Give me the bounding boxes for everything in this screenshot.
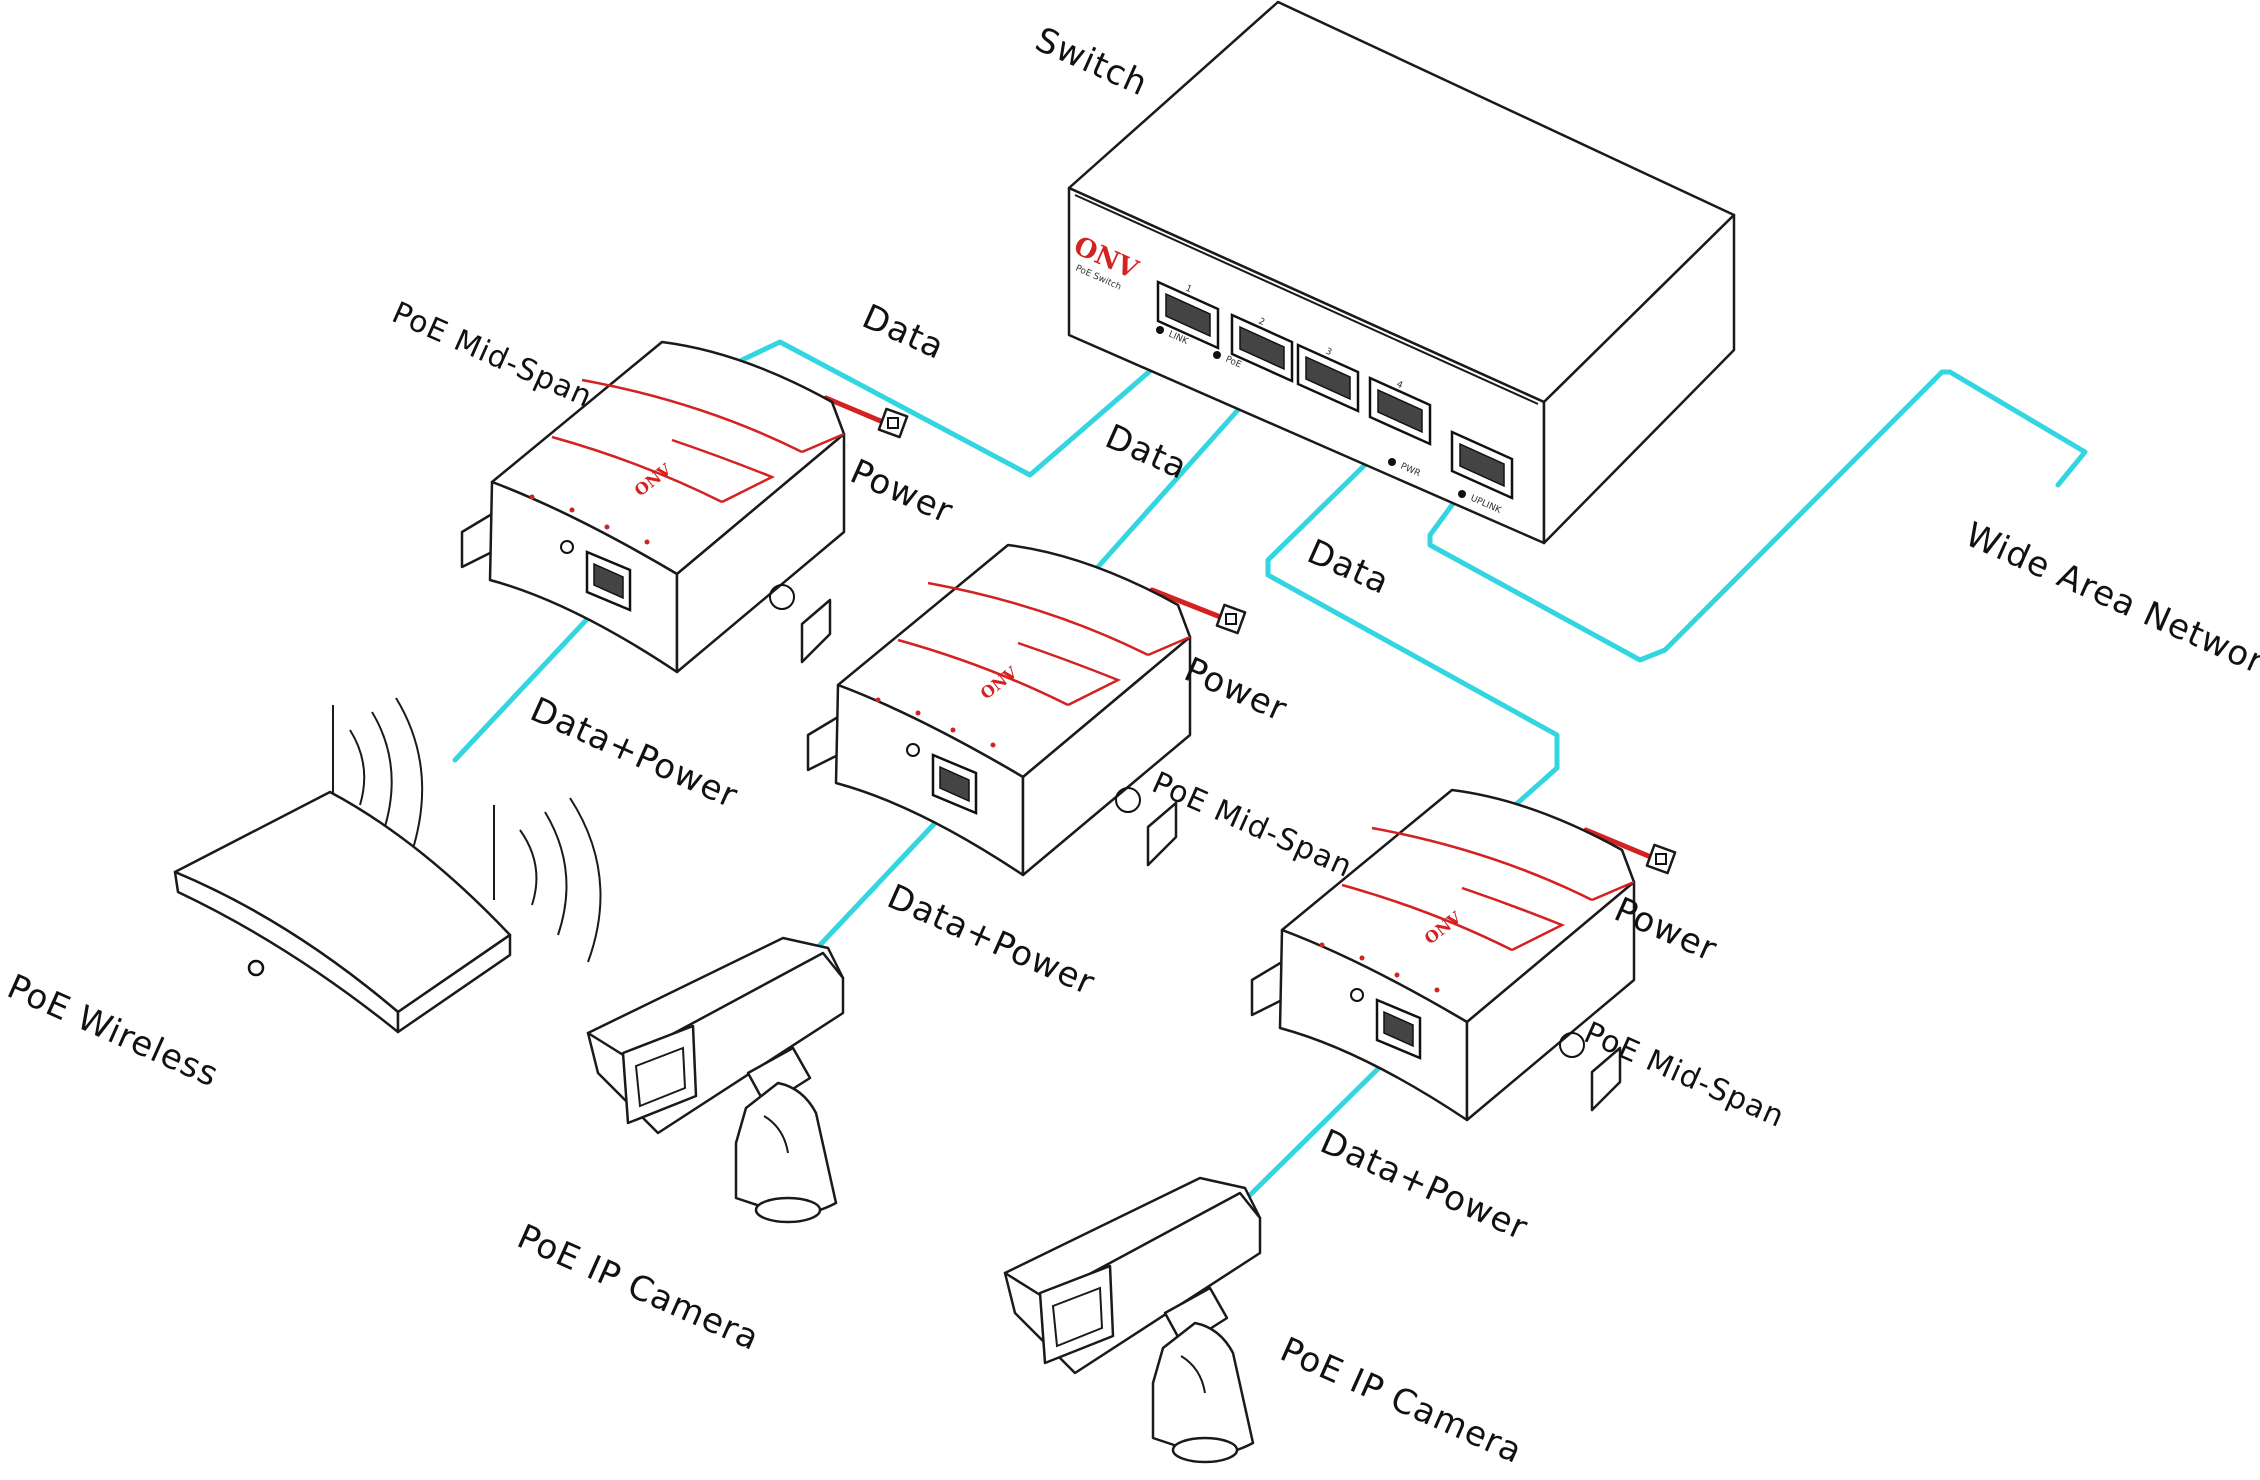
data-label-3: Data: [1301, 532, 1395, 603]
cables: [452, 339, 2088, 1198]
switch-port-number-1: 1: [1184, 284, 1193, 295]
switch-port-3[interactable]: [1296, 343, 1360, 413]
data-power-label-3: Data+Power: [1314, 1122, 1534, 1249]
switch-port-4[interactable]: [1368, 376, 1432, 446]
router-icon: [173, 697, 602, 1034]
wireless-label: PoE Wireless: [1, 967, 224, 1096]
data-power-label-2: Data+Power: [881, 877, 1101, 1004]
camera-label-1: PoE IP Camera: [511, 1217, 765, 1359]
data-label-2: Data: [1099, 417, 1193, 488]
switch-led-link: [1156, 326, 1164, 334]
dp-cable-camera-2: [1247, 1052, 1395, 1198]
midspan-label-1: PoE Mid-Span: [387, 295, 598, 415]
power-socket-icon: [1645, 843, 1677, 875]
camera-icon: [1003, 1176, 1262, 1464]
switch-port-number-2: 2: [1257, 317, 1266, 328]
wan-cable: [1427, 369, 2088, 663]
midspan-icon: [460, 340, 846, 674]
switch-led-pwr: [1388, 458, 1396, 466]
switch-port-number-3: 3: [1324, 347, 1333, 358]
data-label-1: Data: [856, 297, 950, 368]
power-label-1: Power: [844, 452, 959, 532]
switch-label: Switch: [1029, 20, 1153, 105]
switch-port-1[interactable]: [1156, 280, 1220, 350]
switch-port-2[interactable]: [1230, 313, 1294, 383]
power-socket-icon: [1215, 603, 1247, 635]
data-power-label-1: Data+Power: [524, 690, 744, 817]
data-cable-midspan-1: [739, 339, 1183, 478]
switch-led-poe: [1213, 351, 1221, 359]
midspan-icon: [806, 543, 1192, 877]
dp-cable-wireless: [452, 597, 608, 763]
camera-icon: [586, 936, 845, 1224]
dp-cable-camera-1: [817, 802, 955, 948]
switch-icon: ONV PoE Switch 1 2 3 4 LINK PoE: [1067, 0, 1736, 545]
data-cable-midspan-2: [1094, 380, 1265, 571]
data-cable-midspan-3: [1265, 449, 1560, 811]
switch-led-uplink: [1458, 490, 1466, 498]
power-socket-icon: [877, 407, 909, 439]
power-label-2: Power: [1178, 650, 1293, 730]
wan-label: Wide Area Network: [1959, 515, 2260, 691]
midspan-label-2: PoE Mid-Span: [1147, 765, 1358, 885]
switch-uplink-port[interactable]: [1450, 430, 1514, 500]
switch-port-number-4: 4: [1395, 380, 1405, 392]
camera-label-2: PoE IP Camera: [1274, 1330, 1528, 1472]
